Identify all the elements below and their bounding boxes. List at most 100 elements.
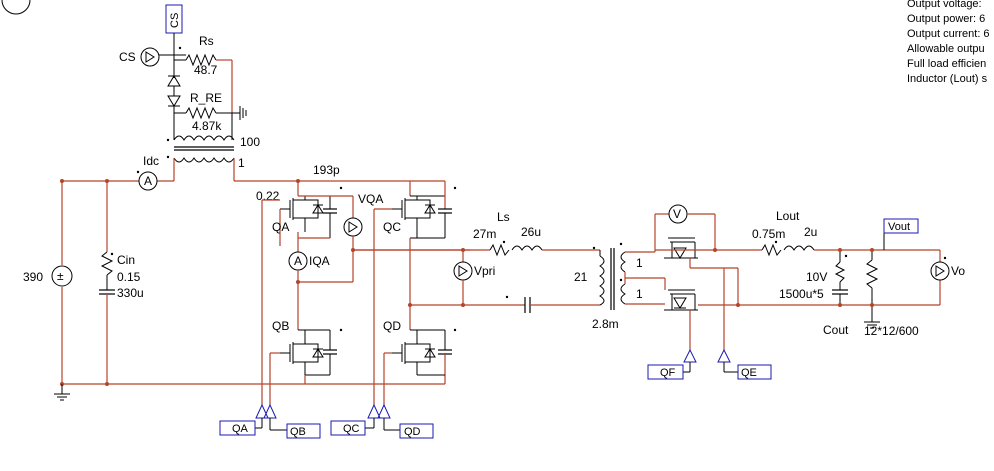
- svg-text:±: ±: [57, 269, 64, 283]
- qb-tag[interactable]: QB: [286, 423, 321, 439]
- turns-1a-label: 1: [636, 256, 643, 270]
- iqa-label: IQA: [309, 254, 330, 268]
- vo-label: Vo: [951, 264, 965, 278]
- diode-icon: [167, 95, 181, 107]
- ct-secondary-coil: [173, 135, 235, 141]
- vpri-voltmeter: [453, 261, 473, 281]
- transformer-secondary-2: [620, 283, 626, 305]
- svg-text:CS: CS: [169, 13, 181, 28]
- vin-source: ±: [51, 265, 73, 287]
- cs-tag[interactable]: CS: [165, 4, 183, 34]
- val-022-label: 0.22: [256, 189, 280, 203]
- turns-21-label: 21: [574, 270, 588, 284]
- qd-tag[interactable]: QD: [399, 423, 434, 439]
- transformer-secondary-1: [620, 251, 626, 273]
- rs-value: 48.7: [194, 63, 218, 77]
- note-output-current: Output current: 6: [907, 28, 990, 40]
- idc-label: Idc: [143, 154, 159, 168]
- note-inductor-lout: Inductor (Lout) s: [907, 73, 988, 85]
- ls-label: Ls: [497, 210, 510, 224]
- qf-sr-mosfet: [664, 289, 698, 311]
- cin-esr-value: 0.15: [117, 270, 141, 284]
- notes-block: Output voltage: Output power: 6 Output c…: [907, 0, 990, 85]
- cout-value: 1500u*5: [779, 287, 824, 301]
- cin-label: Cin: [117, 253, 135, 267]
- cout-label: Cout: [823, 323, 849, 337]
- qa-mosfet: [289, 196, 324, 232]
- svg-text:V: V: [673, 207, 681, 221]
- iqa-ammeter: A: [288, 251, 308, 271]
- qe-tag[interactable]: QE: [737, 364, 772, 380]
- v-meter-sr: V: [668, 204, 688, 224]
- qa-tag[interactable]: QA: [219, 420, 256, 436]
- qd-label: QD: [383, 319, 401, 333]
- svg-text:Vout: Vout: [888, 221, 910, 233]
- cs-voltmeter: [140, 47, 160, 67]
- ls-inductor: [511, 245, 543, 251]
- qa-label: QA: [272, 220, 289, 234]
- r-re-value: 4.87k: [192, 119, 222, 133]
- cout-esr: [834, 261, 846, 283]
- turns-1-label: 1: [238, 156, 245, 170]
- vout-tag[interactable]: Vout: [883, 218, 919, 234]
- qb-mosfet: [289, 330, 324, 375]
- note-output-voltage: Output voltage:: [907, 0, 982, 10]
- gate-driver-qa-icon: [255, 403, 269, 419]
- vin-label: 390: [23, 270, 43, 284]
- vqa-voltmeter: [343, 217, 363, 237]
- transformer-primary: [599, 255, 605, 306]
- qd-mosfet: [401, 330, 436, 375]
- ls-resistance: [489, 243, 510, 257]
- qc-label: QC: [383, 220, 401, 234]
- svg-text:A: A: [294, 254, 302, 268]
- vqa-label: VQA: [358, 192, 383, 206]
- turns-100-label: 100: [240, 135, 260, 149]
- lout-label: Lout: [776, 209, 800, 223]
- gate-driver-qd-icon: [377, 403, 391, 419]
- cin-esr: [100, 251, 114, 276]
- resistor-r-re: [185, 106, 217, 120]
- qe-sr-mosfet: [664, 237, 698, 259]
- note-output-power: Output power: 6: [907, 13, 985, 25]
- gate-driver-qc-icon: [367, 403, 381, 419]
- partial-symbol-icon: [1, 0, 31, 15]
- note-full-load-efficiency: Full load efficien: [907, 58, 986, 70]
- svg-text:QB: QB: [290, 426, 306, 438]
- svg-text:QE: QE: [741, 367, 757, 379]
- ct-primary-coil: [173, 157, 235, 163]
- svg-text:QC: QC: [343, 423, 360, 435]
- gate-driver-qf-icon: [683, 348, 697, 363]
- cs-meter-label: CS: [119, 50, 136, 64]
- qc-mosfet: [401, 196, 436, 238]
- turns-1b-label: 1: [636, 287, 643, 301]
- cap-193p-label: 193p: [313, 163, 340, 177]
- lm-label: 2.8m: [592, 317, 619, 331]
- ls-l-value: 26u: [521, 225, 541, 239]
- svg-text:A: A: [144, 174, 152, 188]
- cout-voltage: 10V: [806, 270, 827, 284]
- ls-r-value: 27m: [473, 227, 496, 241]
- gate-driver-qb-icon: [263, 403, 277, 419]
- resistor-rload: [865, 259, 879, 289]
- svg-text:QF: QF: [660, 367, 676, 379]
- qc-tag[interactable]: QC: [330, 420, 366, 436]
- svg-text:QD: QD: [404, 426, 421, 438]
- rload-value: 12*12/600: [864, 324, 919, 338]
- vo-voltmeter: [930, 261, 950, 281]
- cin-value: 330u: [117, 286, 144, 300]
- r-re-label: R_RE: [190, 91, 222, 105]
- lout-l-value: 2u: [804, 225, 817, 239]
- note-allowable-output: Allowable outpu: [907, 43, 985, 55]
- lout-inductor: [783, 245, 815, 251]
- qb-label: QB: [272, 319, 289, 333]
- idc-ammeter: A: [138, 171, 158, 191]
- rs-label: Rs: [199, 34, 214, 48]
- qf-tag[interactable]: QF: [647, 364, 684, 380]
- gate-driver-qe-icon: [717, 348, 731, 363]
- lout-resistance: [761, 243, 782, 257]
- svg-text:QA: QA: [232, 423, 249, 435]
- resistor-rs: [185, 53, 217, 67]
- vpri-label: Vpri: [474, 264, 495, 278]
